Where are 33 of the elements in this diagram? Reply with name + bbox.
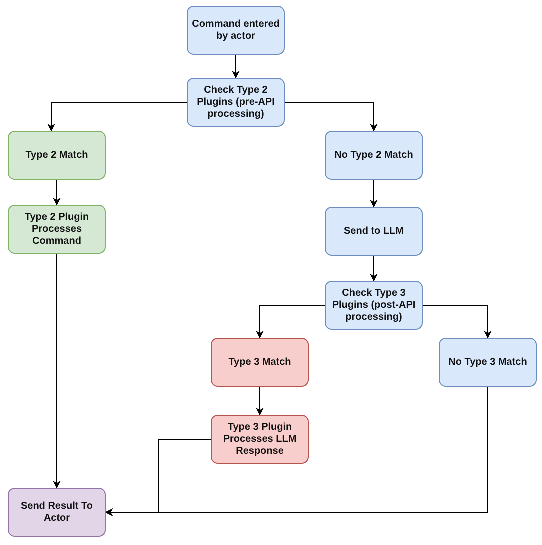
arrow (53, 180, 61, 206)
arrow (256, 386, 264, 416)
box-label: Type 2 Match (26, 150, 88, 162)
arrow (370, 256, 378, 282)
box-label: Type 3 Plugin Processes LLM Response (222, 422, 298, 458)
process-box (325, 207, 423, 256)
arrow (370, 180, 378, 208)
process-box (8, 488, 106, 537)
arrow (48, 102, 188, 132)
process-box (187, 6, 285, 55)
box-label: Command entered by actor (192, 18, 280, 42)
arrow (284, 102, 378, 132)
arrow (256, 305, 326, 339)
box-label: Type 2 Plugin Processes Command (24, 212, 90, 248)
process-box (211, 415, 309, 464)
arrow (105, 386, 488, 516)
box-label: Check Type 2 Plugins (pre-API processing) (196, 84, 276, 120)
process-box (211, 338, 309, 387)
process-box (8, 205, 106, 254)
process-box (439, 338, 537, 387)
process-box (325, 131, 423, 180)
box-label: No Type 3 Match (448, 356, 528, 368)
process-box (8, 131, 106, 180)
arrow (422, 305, 492, 339)
process-box (325, 281, 423, 330)
box-label: Type 3 Match (228, 356, 292, 368)
arrow (232, 54, 240, 79)
process-box (187, 78, 285, 127)
box-label: Check Type 3 Plugins (post-API processing) (331, 288, 417, 324)
box-label: No Type 2 Match (334, 150, 414, 162)
box-label: Send Result To Actor (20, 500, 94, 524)
box-label: Send to LLM (344, 226, 404, 238)
arrow (53, 254, 61, 489)
